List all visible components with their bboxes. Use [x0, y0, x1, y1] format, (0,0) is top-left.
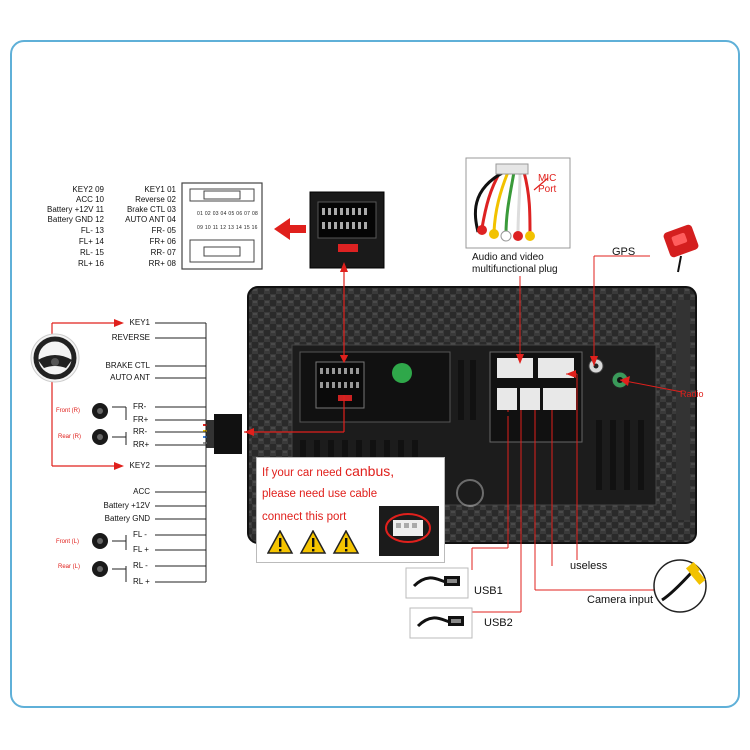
wire-label: FR+	[133, 415, 149, 424]
wire-label: Battery +12V	[103, 501, 150, 510]
iso-connector-photo	[309, 191, 385, 269]
harness-plug	[203, 414, 242, 454]
camera-input-label: Camera input	[587, 594, 654, 606]
canbus-line3: connect this port	[262, 511, 347, 523]
pin-label: ACC 10	[75, 195, 104, 204]
pin-label: RL+ 16	[77, 259, 104, 268]
wire-label: ACC	[133, 487, 150, 496]
pin-connector-panel	[181, 182, 263, 270]
radio-label: Radio	[680, 389, 704, 399]
gps-antenna-icon	[663, 224, 699, 273]
pin-label: FL+ 14	[78, 237, 104, 246]
speaker-label: Rear (L)	[58, 564, 81, 570]
wire-label: KEY1	[129, 318, 150, 327]
mic-port-label: MIC Port	[538, 173, 557, 195]
canbus-line2: please need use cable	[262, 488, 378, 500]
canbus-notice: If your car need canbus, please need use…	[256, 457, 445, 563]
speaker-label: Front (L)	[56, 539, 80, 545]
usb1-label: USB1	[474, 585, 503, 597]
wire-label: AUTO ANT	[110, 373, 150, 382]
pin-label: RR- 07	[150, 248, 176, 257]
wire-bus	[112, 322, 207, 583]
camera-input-rca-icon	[653, 559, 707, 613]
pin-label: FR+ 06	[149, 237, 176, 246]
canbus-word: canbus,	[345, 463, 395, 479]
av-harness-photo	[465, 157, 571, 249]
usb2-label: USB2	[484, 617, 513, 629]
steering-wheel-icon	[30, 333, 80, 383]
pin-label: FL- 13	[80, 226, 104, 235]
pin-label: Reverse 02	[135, 195, 176, 204]
speaker-front-r-icon	[92, 403, 108, 419]
warning-icon	[299, 530, 327, 554]
wire-label: RR-	[133, 427, 148, 436]
pin-label: Battery GND 12	[47, 215, 104, 224]
wire-label: RL -	[133, 561, 148, 570]
wire-label: RL +	[133, 577, 150, 586]
pin-label: RR+ 08	[148, 259, 176, 268]
connector-top-pins: 01 02 03 04 05 06 07 08	[197, 211, 259, 217]
wire-label: KEY2	[129, 461, 150, 470]
useless-label: useless	[570, 560, 608, 572]
audio-video-label: Audio and video multifunctional plug	[472, 252, 558, 275]
canbus-line1-prefix: If your car need	[262, 467, 346, 479]
speaker-rear-l-icon	[92, 561, 108, 577]
wire-label: FL -	[133, 530, 147, 539]
speaker-label: Front (R)	[56, 408, 80, 414]
speaker-label: Rear (R)	[58, 434, 82, 440]
speaker-front-l-icon	[92, 533, 108, 549]
wire-label: Battery GND	[104, 514, 150, 523]
pin-label: FR- 05	[151, 226, 176, 235]
usb1-cable-photo	[405, 567, 469, 599]
pin-label: KEY1 01	[144, 185, 176, 194]
usb2-cable-photo	[409, 607, 473, 639]
pin-label: RL- 15	[79, 248, 104, 257]
pin-label: AUTO ANT 04	[125, 215, 176, 224]
gps-label: GPS	[612, 246, 636, 258]
speaker-rear-r-icon	[92, 429, 108, 445]
wire-label: FL +	[133, 545, 149, 554]
warning-icon	[267, 530, 294, 554]
pin-label: KEY2 09	[72, 185, 104, 194]
wire-label: BRAKE CTL	[105, 361, 150, 370]
pin-label: Brake CTL 03	[126, 205, 176, 214]
pin-label: Battery +12V 11	[47, 205, 104, 214]
connector-bottom-pins: 09 10 11 12 13 14 15 16	[197, 225, 258, 231]
wire-label: FR-	[133, 402, 147, 411]
warning-icon	[332, 530, 360, 554]
canbus-port-photo	[379, 506, 439, 556]
canbus-line1: If your car need canbus,	[262, 463, 394, 479]
wire-label: REVERSE	[111, 333, 150, 342]
pin-arrow-icon	[274, 218, 306, 240]
warning-icons	[267, 530, 360, 554]
wire-label: RR+	[133, 440, 150, 449]
